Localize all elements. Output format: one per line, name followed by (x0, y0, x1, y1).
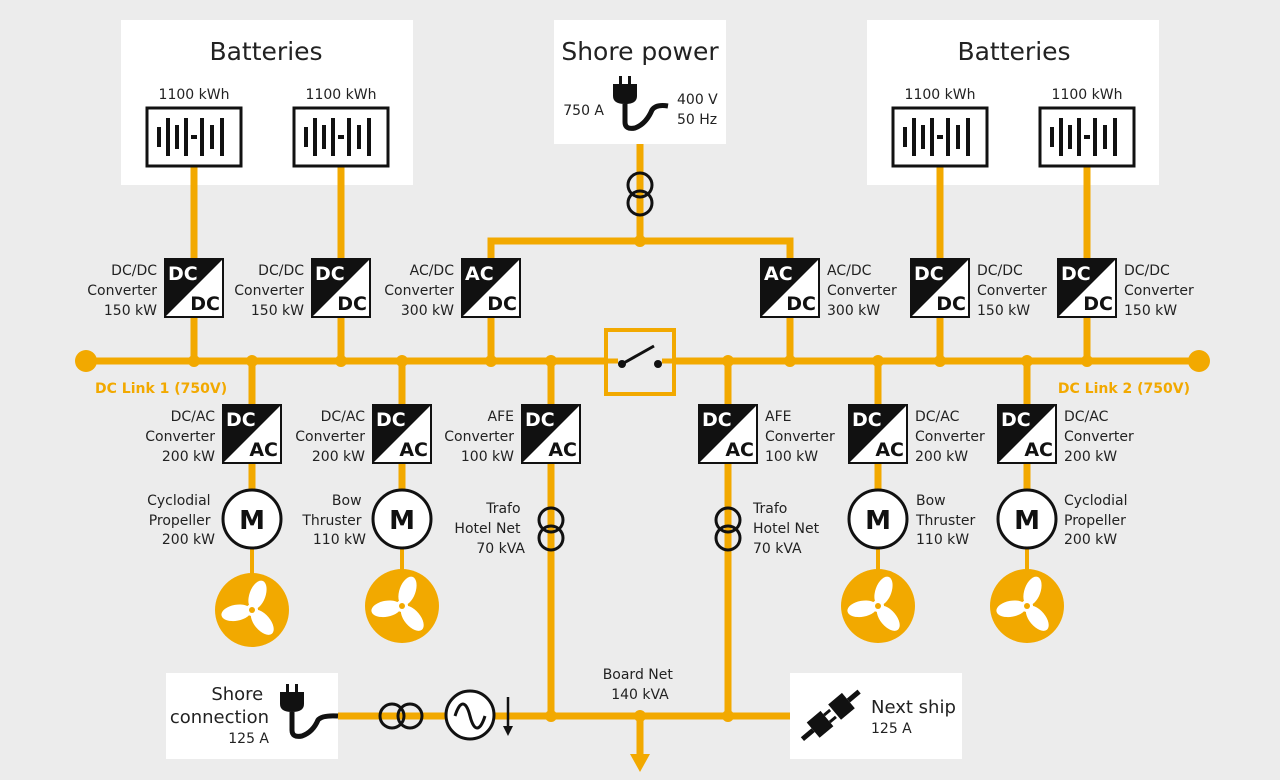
converter-output-type: AC (725, 439, 754, 461)
converter-icon: AC DC (760, 258, 820, 318)
dc-link-2-label: DC Link 2 (750V) (1058, 381, 1190, 397)
motor-icon: M (847, 488, 909, 550)
converter-input-type: AC (465, 263, 494, 285)
converter-output-type: DC (1083, 293, 1113, 315)
battery-capacity: 1100 kWh (306, 87, 377, 103)
shore-power-title: Shore power (561, 37, 719, 66)
propeller-icon (365, 569, 439, 643)
converter-input-type: DC (702, 409, 732, 431)
battery-capacity: 1100 kWh (905, 87, 976, 103)
converter-output-type: AC (548, 439, 577, 461)
shore-connection-panel (166, 673, 338, 759)
converter-input-type: DC (1061, 263, 1091, 285)
converter-icon: DC AC (997, 404, 1057, 464)
motor-icon: M (221, 488, 283, 550)
trafo-label: Trafo Hotel Net 70 kVA (752, 501, 824, 557)
converter-input-type: AC (764, 263, 793, 285)
motor-label: Cyclodial Propeller 200 kW (1064, 493, 1132, 548)
propeller-icon (841, 569, 915, 643)
motor-label: Bow Thruster 110 kW (915, 493, 980, 548)
battery-capacity: 1100 kWh (1052, 87, 1123, 103)
converter-icon: DC DC (910, 258, 970, 318)
shore-power-voltage: 400 V (677, 92, 718, 108)
converter-input-type: DC (168, 263, 198, 285)
motor-label: Bow Thruster 110 kW (301, 493, 366, 548)
converter-icon: DC DC (164, 258, 224, 318)
converter-icon: DC AC (372, 404, 432, 464)
shore-connection-label: Shore connection (170, 684, 269, 728)
converter-output-type: AC (875, 439, 904, 461)
shore-connection-current: 125 A (228, 731, 269, 747)
converter-icon: DC DC (311, 258, 371, 318)
converter-output-type: DC (337, 293, 367, 315)
motor-symbol: M (865, 506, 891, 536)
converter-icon: DC DC (1057, 258, 1117, 318)
converter-icon: DC AC (698, 404, 758, 464)
converter-output-type: DC (786, 293, 816, 315)
converter-input-type: DC (852, 409, 882, 431)
battery-capacity: 1100 kWh (159, 87, 230, 103)
motor-icon: M (371, 488, 433, 550)
propeller-icon (215, 573, 289, 647)
converter-output-type: AC (399, 439, 428, 461)
battery-icon (292, 106, 390, 168)
bus-tie-switch[interactable] (604, 328, 676, 396)
connector-icon (800, 689, 861, 742)
converter-output-type: DC (936, 293, 966, 315)
converter-output-type: AC (249, 439, 278, 461)
battery-title-right: Batteries (957, 37, 1070, 66)
plug-icon (280, 684, 339, 739)
dc-link-1-label: DC Link 1 (750V) (95, 381, 227, 397)
board-net-label: Board Net 140 kVA (603, 667, 678, 703)
battery-icon (1038, 106, 1136, 168)
converter-icon: DC AC (222, 404, 282, 464)
battery-icon (891, 106, 989, 168)
battery-icon (145, 106, 243, 168)
converter-input-type: DC (226, 409, 256, 431)
converter-input-type: DC (525, 409, 555, 431)
shore-power-frequency: 50 Hz (677, 112, 717, 128)
propeller-icon (990, 569, 1064, 643)
converter-input-type: DC (315, 263, 345, 285)
converter-input-type: DC (376, 409, 406, 431)
motor-symbol: M (389, 506, 415, 536)
converter-icon: AC DC (461, 258, 521, 318)
junction-dots (75, 235, 1210, 722)
motor-label: Cyclodial Propeller 200 kW (147, 493, 215, 548)
board-net-arrow (630, 754, 650, 772)
motor-symbol: M (239, 506, 265, 536)
converter-input-type: DC (1001, 409, 1031, 431)
motor-icon: M (996, 488, 1058, 550)
converter-icon: DC AC (848, 404, 908, 464)
motor-symbol: M (1014, 506, 1040, 536)
battery-title-left: Batteries (209, 37, 322, 66)
converter-output-type: AC (1024, 439, 1053, 461)
next-ship-label: Next ship (871, 697, 956, 718)
ac-generator-icon (444, 689, 513, 741)
converter-input-type: DC (914, 263, 944, 285)
converter-output-type: DC (190, 293, 220, 315)
next-ship-current: 125 A (871, 721, 912, 737)
trafo-label: Trafo Hotel Net 70 kVA (454, 501, 525, 557)
shore-power-current: 750 A (563, 103, 604, 119)
plug-icon (613, 76, 669, 131)
converter-icon: DC AC (521, 404, 581, 464)
converter-output-type: DC (487, 293, 517, 315)
